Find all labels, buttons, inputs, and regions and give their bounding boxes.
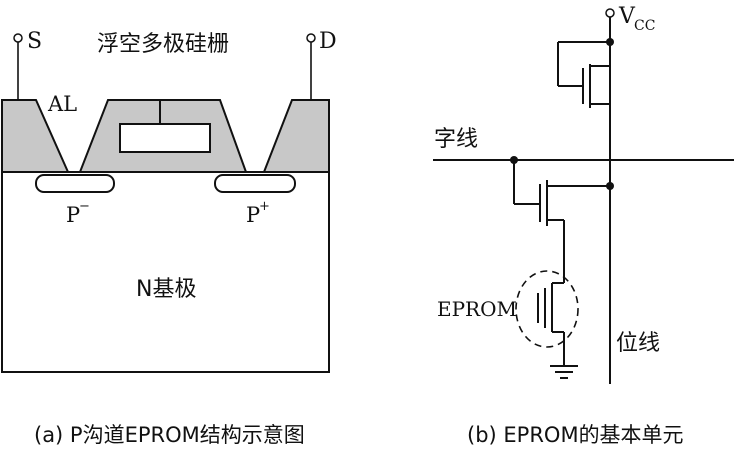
p-plus-superscript: + bbox=[259, 199, 270, 214]
bit-line-junction-dot bbox=[606, 182, 614, 190]
eprom-dashed-circle bbox=[515, 270, 579, 348]
ground-icon bbox=[550, 365, 578, 379]
floating-gate bbox=[119, 123, 211, 153]
p-plus-region bbox=[214, 174, 296, 193]
eprom-cell-circuit: V CC 字线 bbox=[433, 4, 734, 447]
n-substrate-label: N基极 bbox=[136, 277, 196, 302]
load-transistor bbox=[557, 38, 614, 108]
vcc-label: V bbox=[618, 4, 636, 29]
al-drain-region bbox=[262, 99, 330, 173]
p-minus-label: P bbox=[66, 203, 80, 227]
p-plus-label: P bbox=[246, 203, 260, 227]
source-terminal-icon bbox=[13, 33, 23, 43]
vcc-junction-dot bbox=[606, 38, 614, 46]
bit-line-label: 位线 bbox=[616, 331, 660, 356]
al-label: AL bbox=[47, 92, 77, 116]
word-line-label: 字线 bbox=[434, 127, 478, 152]
caption-b: (b) EPROM的基本单元 bbox=[467, 423, 684, 447]
n-substrate bbox=[1, 171, 330, 373]
caption-a: (a) P沟道EPROM结构示意图 bbox=[34, 423, 305, 447]
drain-label: D bbox=[319, 29, 337, 54]
eprom-transistor bbox=[515, 270, 579, 366]
eprom-structure: S D 浮空多极硅栅 AL P − P + N基极 (a) P沟道EPROM结构… bbox=[1, 29, 337, 447]
drain-terminal-icon bbox=[306, 33, 316, 43]
vcc-terminal-icon bbox=[605, 8, 615, 18]
p-minus-region bbox=[35, 174, 115, 193]
vcc-subscript: CC bbox=[634, 18, 655, 34]
eprom-label: EPROM bbox=[437, 297, 517, 321]
select-transistor bbox=[513, 160, 614, 283]
source-label: S bbox=[27, 29, 42, 54]
floating-gate-label: 浮空多极硅栅 bbox=[97, 32, 229, 57]
p-minus-superscript: − bbox=[79, 199, 90, 214]
al-source-region bbox=[1, 99, 70, 173]
